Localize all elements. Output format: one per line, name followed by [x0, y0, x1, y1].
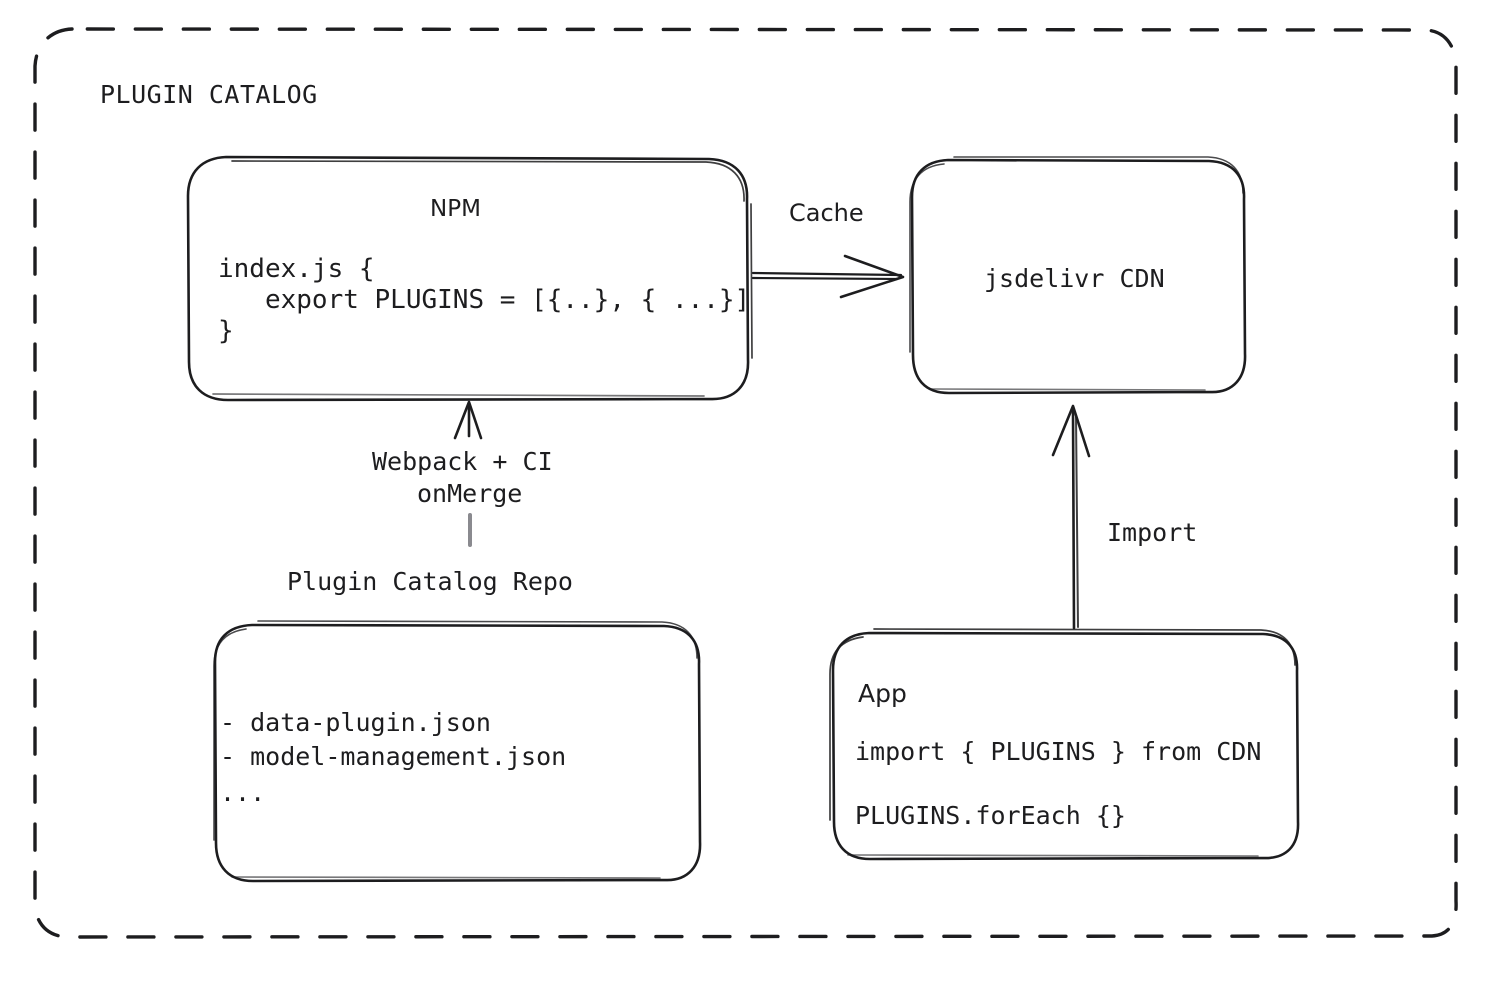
- cache-edge-label: Cache: [789, 199, 864, 227]
- group-title: PLUGIN CATALOG: [100, 80, 318, 109]
- npm-code-line: }: [218, 316, 234, 346]
- build-arrow-head: [453, 400, 483, 440]
- build-edge-label-line1: Webpack + CI: [372, 447, 553, 476]
- app-box-outline-3: [847, 854, 1259, 857]
- cache-arrow-line-2: [751, 276, 899, 281]
- import-arrow-shaft-2: [1075, 414, 1079, 628]
- import-edge-label: Import: [1107, 518, 1198, 547]
- repo-list-item: - data-plugin.json: [220, 708, 491, 737]
- repo-list-item: - model-management.json: [220, 742, 567, 771]
- cdn-box-outline-2: [909, 156, 1244, 353]
- npm-node-title: NPM: [430, 196, 481, 222]
- import-arrow-shaft: [1071, 408, 1076, 630]
- import-arrow-head: [1051, 404, 1091, 458]
- app-node-title: App: [858, 679, 907, 708]
- cdn-box-outline-3: [929, 388, 1206, 391]
- app-code-line: import { PLUGINS } from CDN: [855, 737, 1262, 766]
- repo-box-outline-3: [231, 876, 661, 879]
- npm-code-line: index.js {: [218, 254, 375, 284]
- npm-code-line: export PLUGINS = [{..}, { ...}]: [218, 285, 751, 315]
- repo-list-item: ...: [220, 778, 266, 807]
- cache-arrow-head: [839, 254, 905, 299]
- repo-node-caption: Plugin Catalog Repo: [287, 567, 573, 596]
- app-box-outline-2: [829, 628, 1296, 821]
- app-code-line: PLUGINS.forEach {}: [855, 801, 1126, 830]
- cache-arrow-line: [751, 271, 903, 277]
- build-edge-label-line2: onMerge: [417, 479, 523, 508]
- cdn-node-title: jsdelivr CDN: [984, 264, 1165, 293]
- npm-box-outline-3: [212, 393, 705, 397]
